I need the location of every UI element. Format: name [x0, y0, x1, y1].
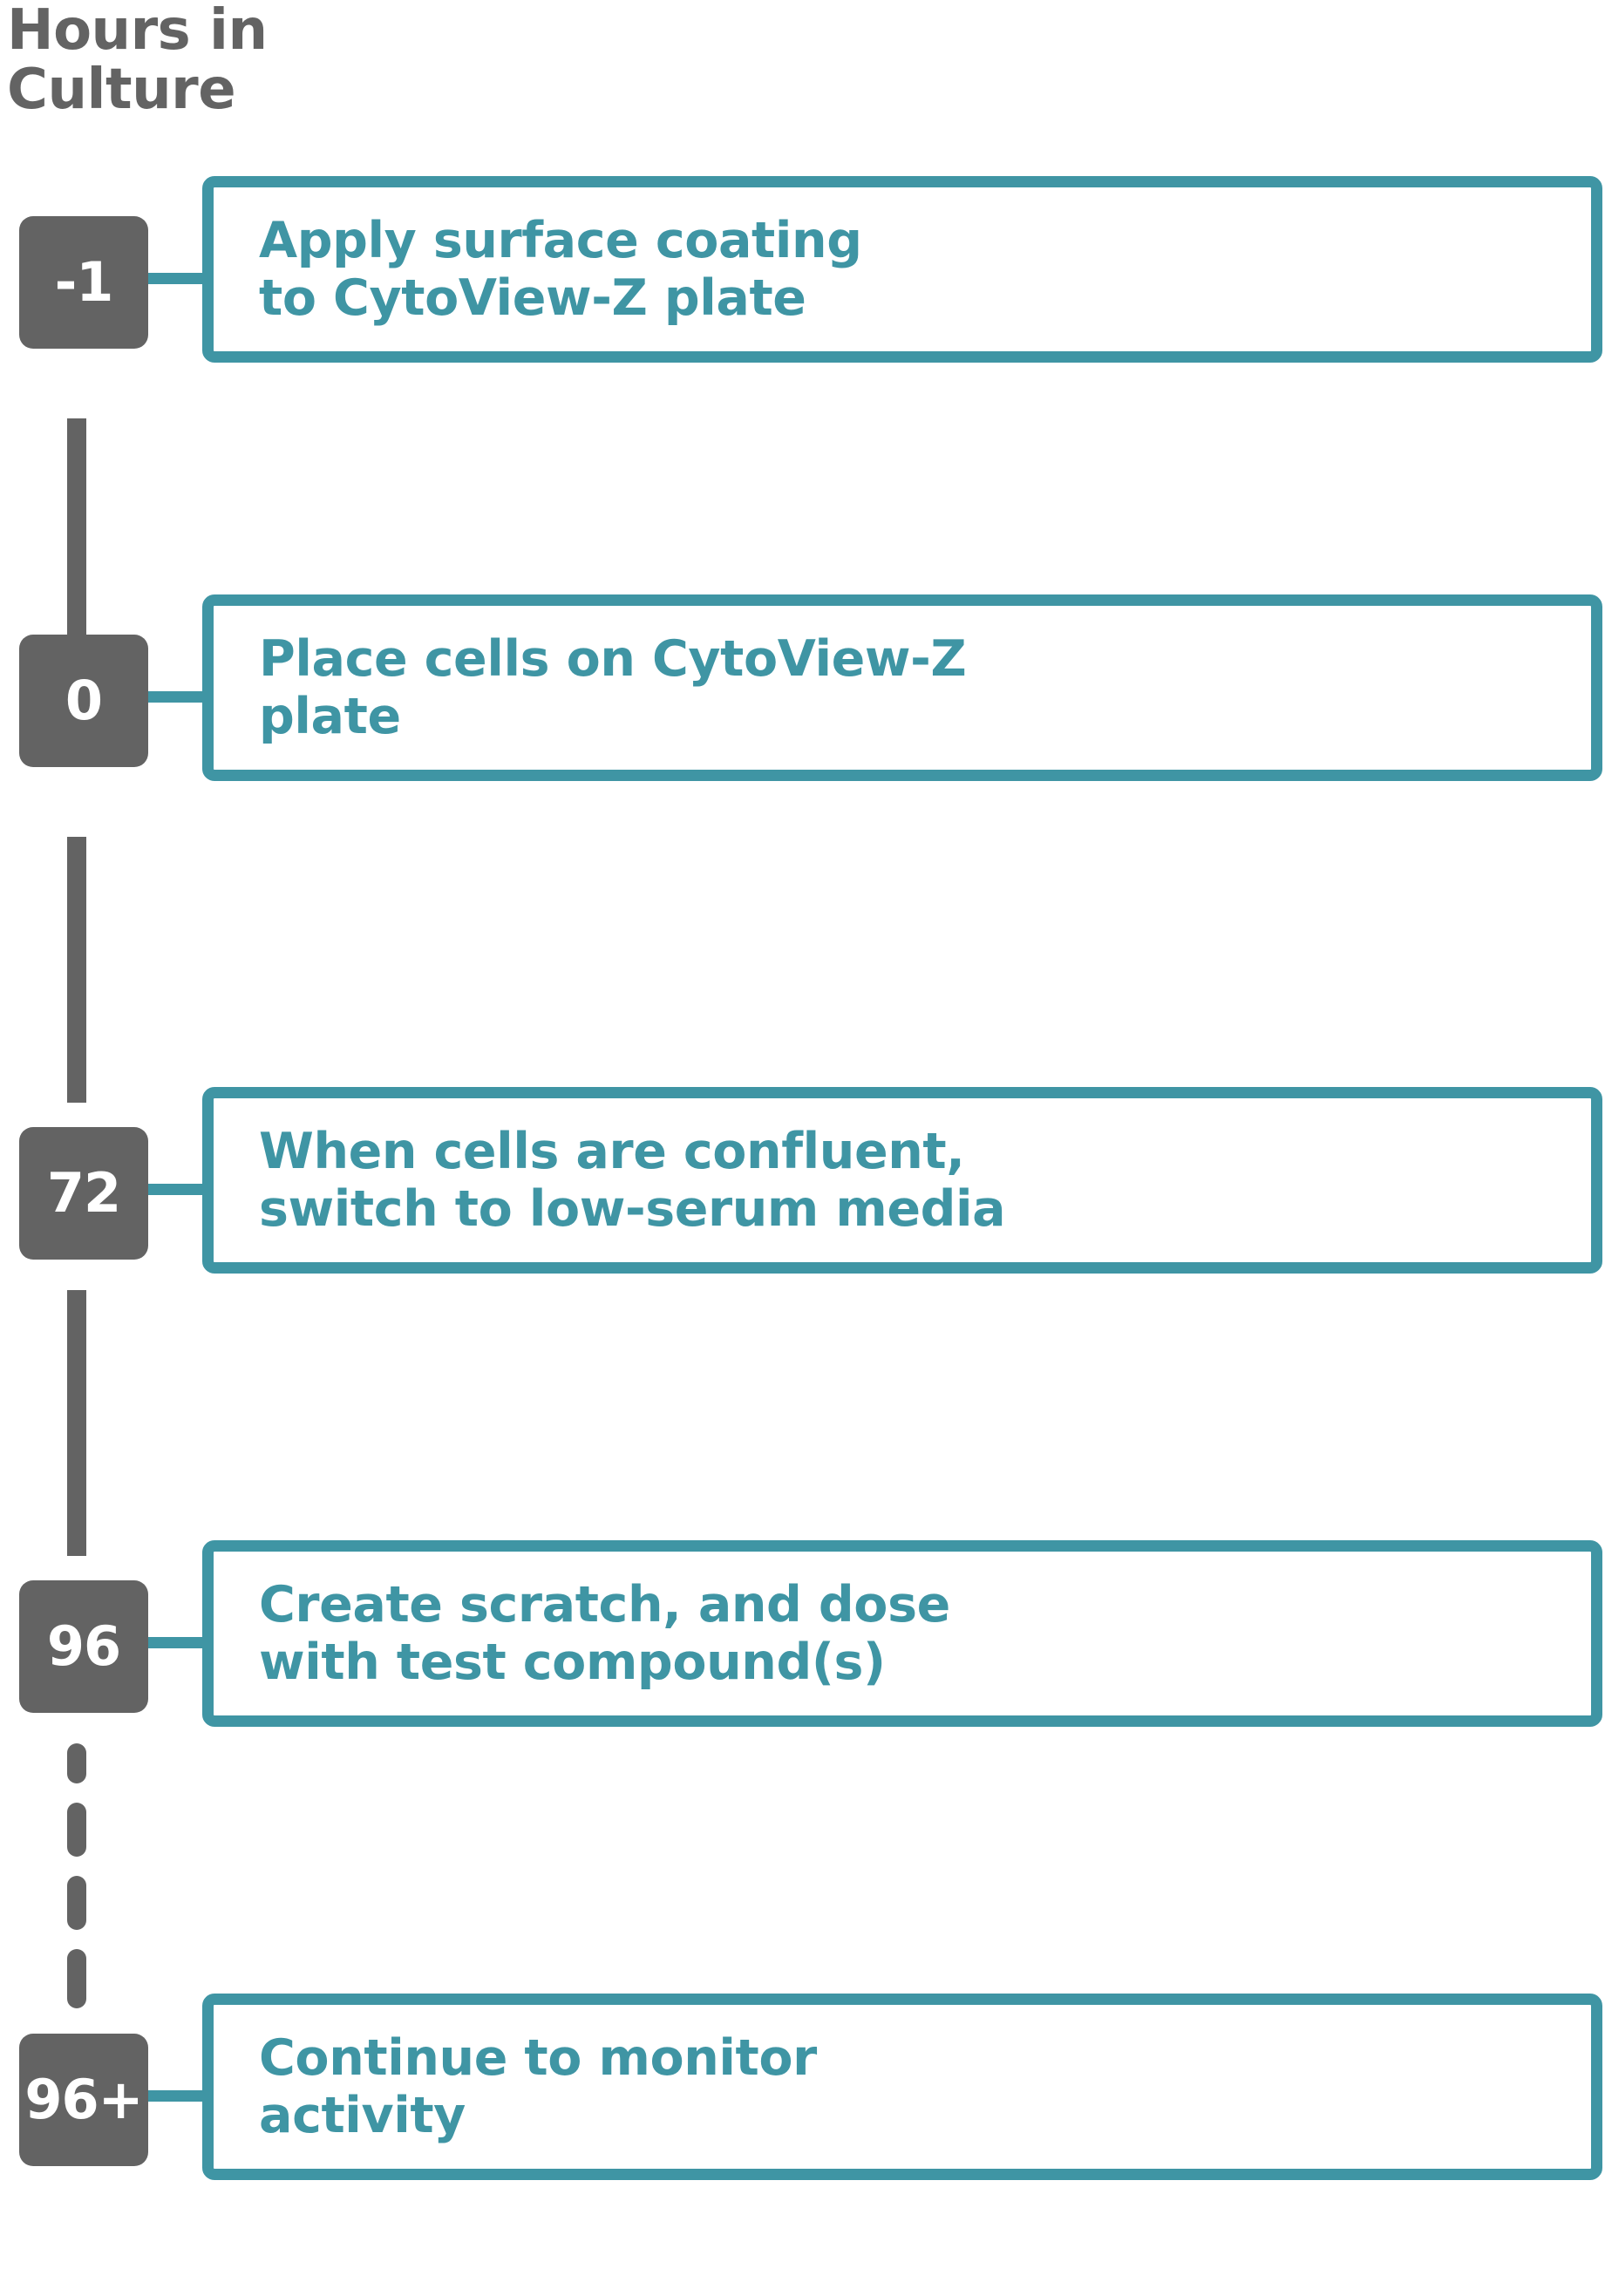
- timeline-card-text: When cells are confluent, switch to low-…: [259, 1123, 1006, 1239]
- timeline-node-label: 96: [46, 1614, 121, 1678]
- timeline-card-text: Apply surface coating to CytoView-Z plat…: [259, 212, 862, 328]
- timeline-card-step-5[interactable]: Continue to monitor activity: [202, 1994, 1602, 2181]
- spine-segment-2: [67, 837, 86, 1103]
- spine-segment-1: [67, 418, 86, 649]
- timeline-node-96-plus[interactable]: 96+: [19, 2034, 148, 2166]
- timeline-node-label: -1: [54, 250, 114, 314]
- spine-segment-4-dashed: [67, 1743, 86, 2009]
- timeline-node-72[interactable]: 72: [19, 1127, 148, 1260]
- timeline-node-label: 72: [46, 1161, 121, 1225]
- axis-title-hours-in-culture: Hours in Culture: [7, 0, 268, 122]
- timeline-node-96[interactable]: 96: [19, 1580, 148, 1713]
- timeline-node-label: 96+: [24, 2068, 143, 2131]
- connector-step-2: [139, 691, 218, 703]
- timeline-node-label: 0: [65, 669, 103, 732]
- connector-step-5: [139, 2090, 218, 2102]
- timeline-card-step-4[interactable]: Create scratch, and dose with test compo…: [202, 1540, 1602, 1728]
- connector-step-1: [139, 273, 218, 284]
- timeline-card-step-1[interactable]: Apply surface coating to CytoView-Z plat…: [202, 176, 1602, 363]
- timeline-node-minus-1[interactable]: -1: [19, 216, 148, 349]
- timeline-card-text: Place cells on CytoView-Z plate: [259, 630, 967, 746]
- timeline-card-step-3[interactable]: When cells are confluent, switch to low-…: [202, 1087, 1602, 1274]
- connector-step-3: [139, 1184, 218, 1195]
- timeline-node-0[interactable]: 0: [19, 635, 148, 767]
- timeline-card-text: Continue to monitor activity: [259, 2029, 817, 2145]
- timeline-card-step-2[interactable]: Place cells on CytoView-Z plate: [202, 594, 1602, 782]
- spine-segment-3: [67, 1290, 86, 1556]
- timeline-card-text: Create scratch, and dose with test compo…: [259, 1576, 950, 1692]
- connector-step-4: [139, 1637, 218, 1648]
